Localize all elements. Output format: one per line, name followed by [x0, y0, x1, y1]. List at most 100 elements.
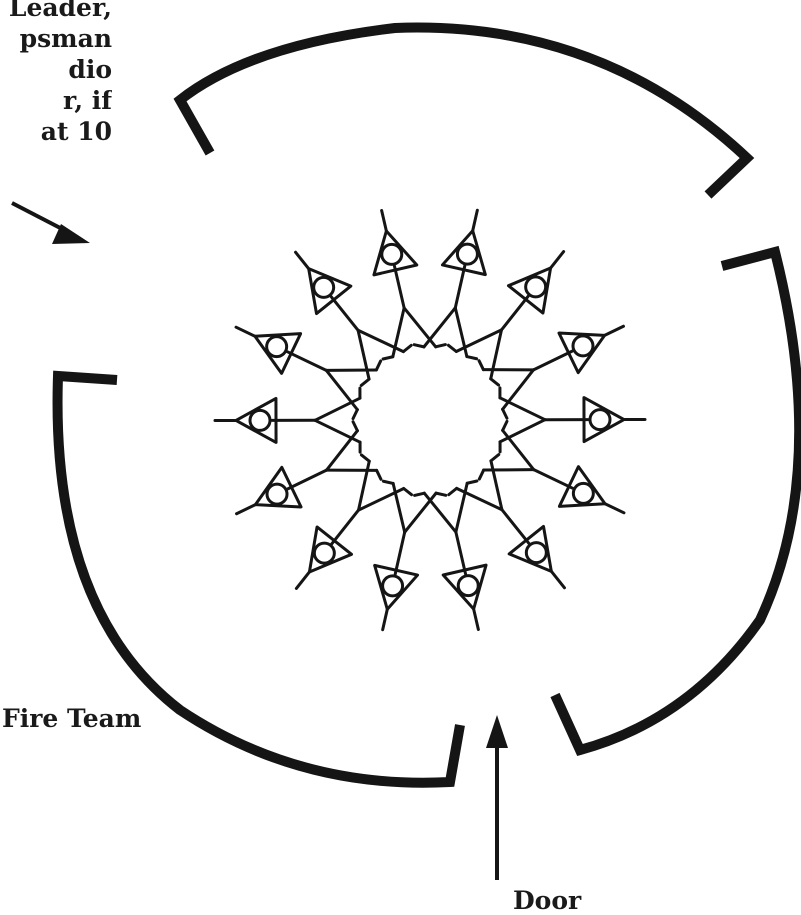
figure-body [453, 264, 467, 310]
figures-ring [213, 208, 647, 632]
figure-foot [434, 491, 448, 497]
leader-annotation-line-3: dio [68, 55, 112, 84]
figure-6 [477, 419, 626, 515]
leader-annotation: Leader, psman dio r, if at 10 [0, 0, 112, 147]
figure-foot [359, 453, 371, 463]
figure-leg [325, 429, 359, 472]
figure-head [524, 275, 548, 299]
figure-foot [359, 377, 371, 387]
figure-head [381, 574, 405, 598]
figure-leg [324, 368, 359, 412]
leader-annotation-line-4: r, if [62, 86, 112, 115]
figure-9 [373, 479, 448, 632]
figure-head [571, 334, 595, 358]
figure-head [312, 275, 336, 299]
figure-foot [447, 486, 459, 497]
figure-foot [402, 487, 414, 497]
figure-foot [401, 343, 413, 354]
figure-arms [372, 229, 419, 277]
figure-8 [413, 479, 488, 631]
figure-arms [307, 267, 353, 316]
figure-foot [446, 343, 458, 353]
figure-weapon [234, 325, 257, 338]
figure-head [248, 408, 272, 432]
figure-weapon [471, 208, 479, 233]
figure-head [265, 482, 289, 506]
figure-1 [372, 209, 447, 361]
figure-foot [501, 407, 509, 420]
figure-foot [381, 355, 395, 361]
figure-leg [422, 491, 458, 534]
figure-body [531, 349, 574, 372]
figure-arms [557, 331, 607, 375]
figure-head [456, 574, 480, 598]
figure-foot [489, 377, 501, 387]
figure-body [532, 468, 575, 490]
leader-annotation-line-1: Leader, [8, 0, 112, 22]
figure-weapon [294, 570, 311, 590]
figure-leg [402, 306, 438, 349]
figure-arms [373, 563, 420, 611]
wall-segment-left [52, 370, 465, 788]
figure-leg [454, 328, 503, 353]
leader-annotation-line-5: at 10 [40, 117, 112, 146]
figure-foot [351, 420, 359, 433]
figure-head [571, 481, 595, 505]
figure-head [312, 541, 336, 565]
figure-arms [557, 465, 607, 508]
figure-weapon [549, 569, 566, 590]
figure-body [286, 468, 329, 491]
figure-arms [234, 396, 278, 444]
figure-foot [381, 479, 395, 485]
figure-14 [294, 250, 413, 387]
wall-segment-right [550, 245, 801, 756]
figure-arms [441, 563, 488, 611]
figure-leg [356, 328, 371, 381]
figure-12 [213, 386, 362, 454]
door-label: Door [513, 886, 582, 915]
figure-head [455, 242, 479, 266]
figure-leg [357, 487, 406, 512]
figure-arms [253, 332, 303, 375]
figure-arms [253, 465, 303, 509]
figure-foot [477, 468, 486, 481]
figure-leg [454, 481, 469, 534]
figure-5 [498, 386, 647, 454]
figure-weapon [294, 250, 311, 271]
figure-leg [356, 328, 405, 354]
figure-body [285, 350, 328, 372]
wall-segment-top [173, 22, 755, 199]
figure-leg [501, 428, 536, 472]
leader-annotation-line-2: psman [19, 24, 112, 53]
entry-arrow [11, 201, 90, 244]
door-arrow [486, 715, 508, 880]
figure-leg [313, 418, 362, 444]
figure-foot [501, 419, 509, 432]
figure-head [588, 408, 612, 432]
figure-foot [434, 343, 447, 349]
figure-arms [582, 396, 626, 444]
figure-body [329, 295, 360, 332]
figure-head [265, 335, 289, 359]
figure-10 [294, 453, 414, 590]
figure-body [393, 530, 407, 576]
figure-leg [357, 459, 371, 512]
figure-7 [447, 453, 566, 590]
figure-arms [440, 229, 487, 277]
figure-body [499, 294, 530, 332]
figure-arms [506, 266, 553, 315]
figure-weapon [603, 502, 626, 515]
figure-arms [307, 525, 354, 574]
figure-weapon [549, 250, 566, 270]
figure-foot [351, 408, 359, 421]
figure-body [500, 508, 531, 545]
fire-team-label: Fire Team [2, 704, 142, 733]
figure-weapon [381, 607, 389, 632]
figure-2 [412, 208, 487, 361]
figure-body [392, 264, 406, 310]
figure-head [380, 242, 404, 266]
figure-leg [403, 491, 438, 534]
figure-leg [489, 328, 503, 381]
